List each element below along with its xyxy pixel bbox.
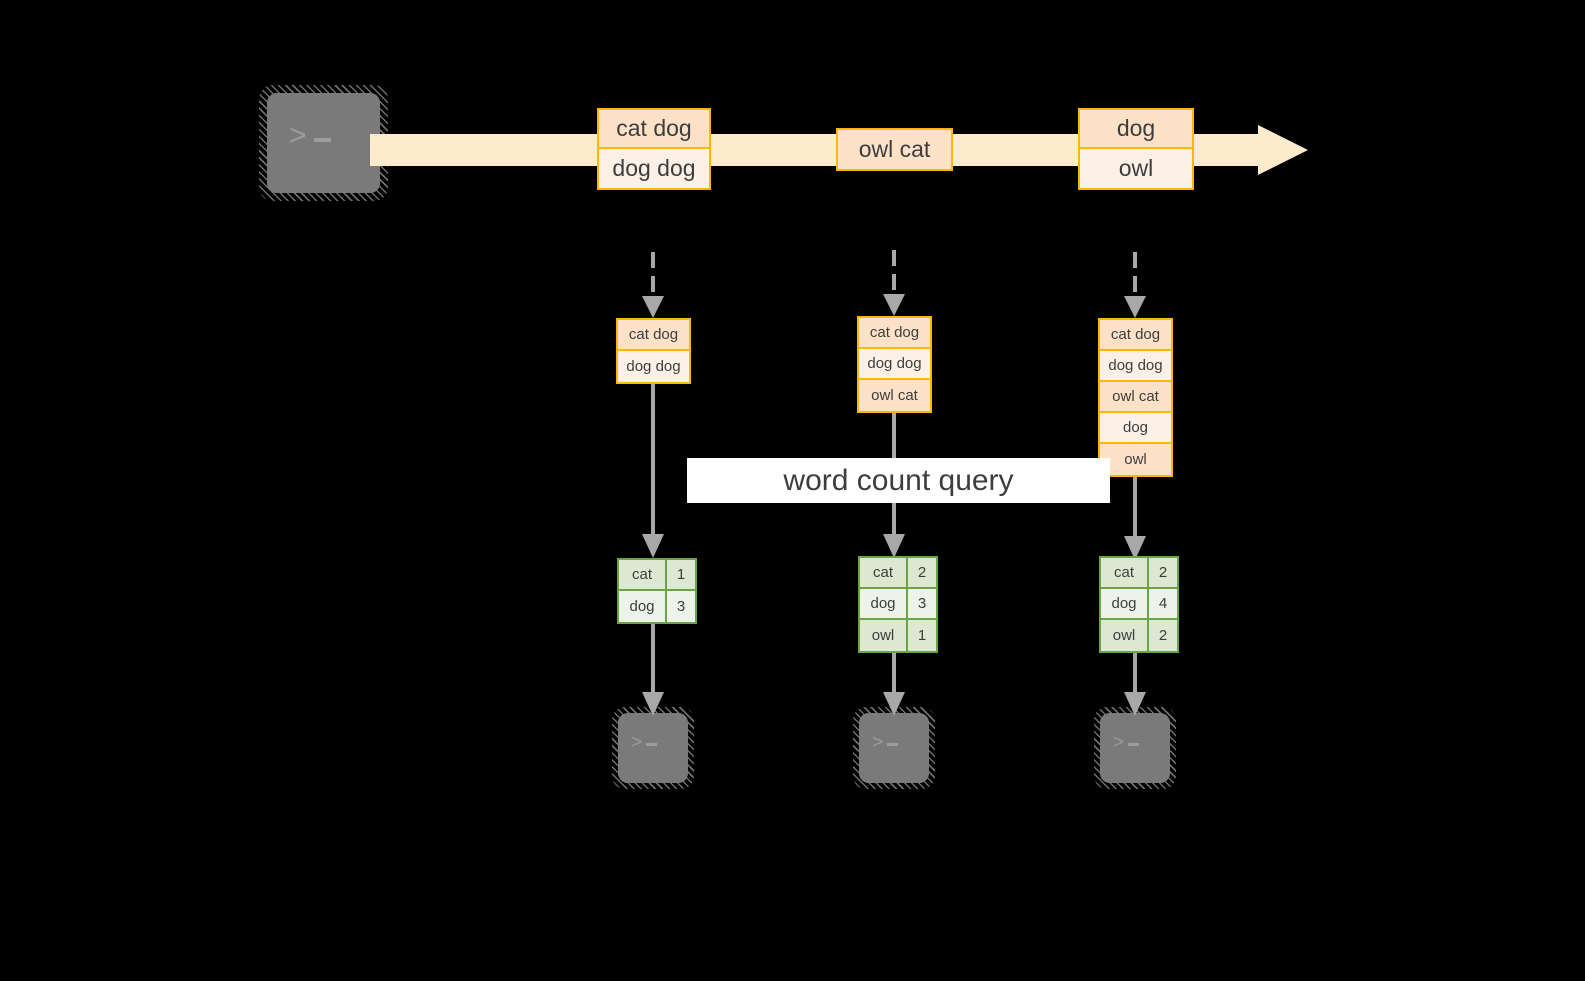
terminal-body: [1100, 713, 1170, 783]
terminal-prompt: >: [289, 121, 331, 151]
snapshot-input-arrow-icon: [1115, 252, 1155, 325]
prompt-chevron: >: [872, 732, 884, 753]
table-row: dog 3: [860, 589, 936, 620]
terminal-prompt: >: [1113, 732, 1140, 753]
result-sink-arrow-icon: [879, 650, 909, 723]
terminal-body: [618, 713, 688, 783]
prompt-cursor: [887, 743, 899, 746]
stream-event-line: dog dog: [599, 149, 709, 188]
sink-terminal-icon: >: [853, 707, 935, 789]
prompt-chevron: >: [631, 732, 643, 753]
prompt-cursor: [1128, 743, 1140, 746]
snapshot-input-arrow-icon: [874, 250, 914, 323]
snapshot-input-line: owl cat: [1100, 382, 1171, 413]
result-word: dog: [860, 589, 908, 618]
prompt-cursor: [313, 138, 331, 142]
result-word: owl: [1101, 620, 1149, 651]
result-word: dog: [619, 591, 667, 622]
snapshot-input-box: cat dog dog dog: [616, 318, 691, 384]
query-label: word count query: [687, 458, 1110, 503]
result-word: cat: [860, 558, 908, 587]
table-row: owl 2: [1101, 620, 1177, 651]
table-row: cat 2: [860, 558, 936, 589]
result-count: 2: [1149, 620, 1177, 651]
stream-event-line: dog: [1080, 110, 1192, 149]
result-count: 3: [908, 589, 936, 618]
table-row: owl 1: [860, 620, 936, 651]
snapshot-input-line: owl cat: [859, 380, 930, 411]
result-sink-arrow-icon: [638, 622, 668, 723]
prompt-chevron: >: [289, 119, 307, 152]
stream-event-line: owl cat: [838, 130, 951, 169]
result-count: 1: [908, 620, 936, 651]
table-row: cat 1: [619, 560, 695, 591]
stream-event-box: owl cat: [836, 128, 953, 171]
snapshot-input-line: cat dog: [859, 318, 930, 349]
result-count: 4: [1149, 589, 1177, 618]
stream-event-box: dog owl: [1078, 108, 1194, 190]
snapshot-input-line: dog dog: [1100, 351, 1171, 382]
sink-terminal-icon: >: [1094, 707, 1176, 789]
terminal-prompt: >: [872, 732, 899, 753]
source-terminal-icon: >: [259, 85, 388, 201]
result-word: cat: [1101, 558, 1149, 587]
result-word: owl: [860, 620, 908, 651]
snapshot-input-line: dog: [1100, 413, 1171, 444]
snapshot-input-line: owl: [1100, 444, 1171, 475]
snapshot-input-line: dog dog: [859, 349, 930, 380]
result-count: 2: [1149, 558, 1177, 587]
result-count: 1: [667, 560, 695, 589]
result-table: cat 2 dog 4 owl 2: [1099, 556, 1179, 653]
snapshot-input-arrow-icon: [633, 252, 673, 325]
result-count: 2: [908, 558, 936, 587]
table-row: cat 2: [1101, 558, 1177, 589]
result-table: cat 1 dog 3: [617, 558, 697, 624]
snapshot-input-line: cat dog: [618, 320, 689, 351]
stream-event-line: owl: [1080, 149, 1192, 188]
table-row: dog 3: [619, 591, 695, 622]
stream-event-line: cat dog: [599, 110, 709, 149]
result-word: dog: [1101, 589, 1149, 618]
snapshot-input-box: cat dog dog dog owl cat dog owl: [1098, 318, 1173, 477]
table-row: dog 4: [1101, 589, 1177, 620]
result-count: 3: [667, 591, 695, 622]
result-word: cat: [619, 560, 667, 589]
result-table: cat 2 dog 3 owl 1: [858, 556, 938, 653]
terminal-body: [267, 93, 380, 193]
result-sink-arrow-icon: [1120, 650, 1150, 723]
terminal-body: [859, 713, 929, 783]
prompt-chevron: >: [1113, 732, 1125, 753]
query-flow-arrow-icon: [638, 382, 668, 565]
sink-terminal-icon: >: [612, 707, 694, 789]
snapshot-input-line: dog dog: [618, 351, 689, 382]
snapshot-input-line: cat dog: [1100, 320, 1171, 351]
stream-event-box: cat dog dog dog: [597, 108, 711, 190]
prompt-cursor: [646, 743, 658, 746]
terminal-prompt: >: [631, 732, 658, 753]
query-flow-arrow-icon: [1120, 474, 1150, 567]
snapshot-input-box: cat dog dog dog owl cat: [857, 316, 932, 413]
